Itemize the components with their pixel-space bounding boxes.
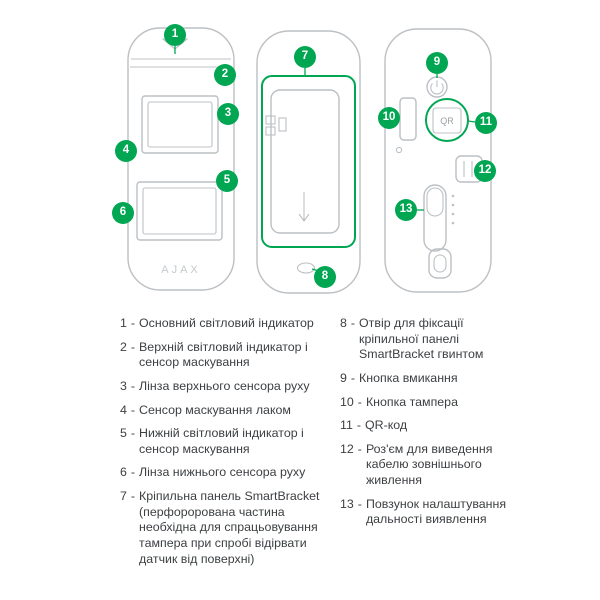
slider-knob [426, 187, 444, 217]
legend-item-11: 11 - QR-код [340, 418, 510, 434]
callout-8: 8 [314, 266, 336, 288]
legend-item-number: 5 [120, 426, 127, 441]
legend-item-separator: - [356, 418, 362, 433]
legend-item-text: Лінза нижнього сенсора руху [139, 465, 306, 480]
callout-12: 12 [474, 160, 496, 182]
callout-10: 10 [378, 107, 400, 129]
legend-item-text: Кнопка вмикання [359, 370, 458, 385]
legend-item-10: 10 - Кнопка тампера [340, 395, 510, 411]
device-back-view: QR [384, 28, 492, 293]
power-button [426, 76, 448, 98]
callout-4: 4 [115, 140, 137, 162]
smartbracket-panel [270, 89, 340, 234]
legend-item-text: Нижній світловий індикатор і сенсор маск… [139, 426, 304, 456]
legend-item-text: QR-код [365, 418, 408, 433]
legend-item-number: 12 [340, 441, 354, 456]
legend-item-number: 8 [340, 316, 347, 330]
legend-item-5: 5 - Нижній світловий індикатор і сенсор … [120, 426, 320, 457]
legend-item-text: Кріпильна панель SmartBracket (перфороро… [139, 489, 320, 566]
callout-3: 3 [217, 103, 239, 125]
callout-1: 1 [164, 24, 186, 46]
legend-item-text: Основний світловий індикатор [139, 316, 314, 330]
legend-item-number: 9 [340, 370, 347, 385]
legend-item-separator: - [130, 489, 136, 503]
legend-item-separator: - [130, 339, 136, 354]
legend-item-separator: - [130, 316, 136, 330]
legend-item-separator: - [357, 441, 362, 456]
legend-item-separator: - [350, 370, 356, 385]
ajax-logo: AJAX [161, 264, 201, 276]
legend-item-6: 6 - Лінза нижнього сенсора руху [120, 465, 320, 481]
cable-channel [428, 248, 452, 279]
legend-item-number: 2 [120, 339, 127, 354]
legend-left-column: 1 - Основний світловий індикатор 2 - Вер… [120, 316, 320, 575]
legend-item-2: 2 - Верхній світловий індикатор і сенсор… [120, 340, 320, 371]
legend-item-separator: - [130, 465, 136, 480]
qr-highlight-circle [425, 98, 469, 142]
legend-item-separator: - [350, 316, 356, 330]
smartbracket-highlight [261, 75, 356, 248]
legend-item-3: 3 - Лінза верхнього сенсора руху [120, 379, 320, 395]
qr-label: QR [440, 116, 454, 126]
legend-item-number: 11 [340, 418, 353, 433]
legend: 1 - Основний світловий індикатор 2 - Вер… [120, 316, 510, 575]
legend-item-text: Отвір для фіксації кріпильної панелі Sma… [359, 316, 484, 362]
legend-item-separator: - [130, 426, 136, 441]
callout-13: 13 [395, 199, 417, 221]
legend-item-12: 12 - Роз'єм для виведення кабелю зовнішн… [340, 442, 510, 489]
legend-item-text: Верхній світловий індикатор і сенсор мас… [139, 339, 308, 370]
callout-11: 11 [475, 112, 497, 134]
device-diagram-drawing: AJAX [127, 27, 492, 294]
legend-item-text: Кнопка тампера [365, 394, 458, 409]
legend-item-1: 1 - Основний світловий індикатор [120, 316, 320, 332]
legend-item-number: 1 [120, 316, 127, 330]
legend-item-9: 9 - Кнопка вмикання [340, 371, 510, 387]
detection-range-slider [423, 184, 455, 252]
legend-item-13: 13 - Повзунок налаштування дальності вия… [340, 497, 510, 528]
callout-9: 9 [426, 52, 448, 74]
power-icon [430, 80, 444, 95]
bracket-clips [265, 115, 287, 136]
legend-item-number: 3 [120, 378, 127, 393]
legend-item-8: 8 - Отвір для фіксації кріпильної панелі… [340, 316, 510, 363]
legend-item-7: 7 - Кріпильна панель SmartBracket (перфо… [120, 489, 320, 567]
legend-right-column: 8 - Отвір для фіксації кріпильної панелі… [340, 316, 510, 575]
arrow-down-icon [298, 192, 310, 222]
callout-6: 6 [112, 202, 134, 224]
qr-code: QR [425, 98, 469, 142]
tamper-button [399, 97, 417, 141]
legend-item-number: 13 [340, 496, 354, 511]
legend-item-separator: - [357, 394, 362, 409]
callout-7: 7 [294, 46, 316, 68]
legend-item-text: Роз'єм для виведення кабелю зовнішнього … [365, 441, 493, 487]
legend-item-separator: - [130, 402, 136, 417]
legend-item-number: 6 [120, 465, 127, 480]
legend-item-4: 4 - Сенсор маскування лаком [120, 403, 320, 419]
legend-item-number: 7 [120, 489, 127, 503]
lower-motion-lens [136, 181, 223, 241]
screw-point [395, 146, 403, 154]
legend-item-text: Сенсор маскування лаком [139, 402, 291, 417]
legend-item-number: 10 [340, 394, 354, 409]
legend-item-text: Повзунок налаштування дальності виявленн… [365, 496, 507, 527]
legend-item-number: 4 [120, 402, 127, 417]
callout-2: 2 [214, 64, 236, 86]
legend-item-text: Лінза верхнього сенсора руху [139, 378, 310, 393]
legend-item-separator: - [357, 496, 362, 511]
upper-motion-lens [141, 95, 219, 154]
smartbracket-view [256, 30, 361, 294]
screw-hole [296, 262, 316, 274]
callout-5: 5 [216, 170, 238, 192]
device-diagram: AJAX [112, 24, 497, 294]
legend-item-separator: - [130, 378, 136, 393]
